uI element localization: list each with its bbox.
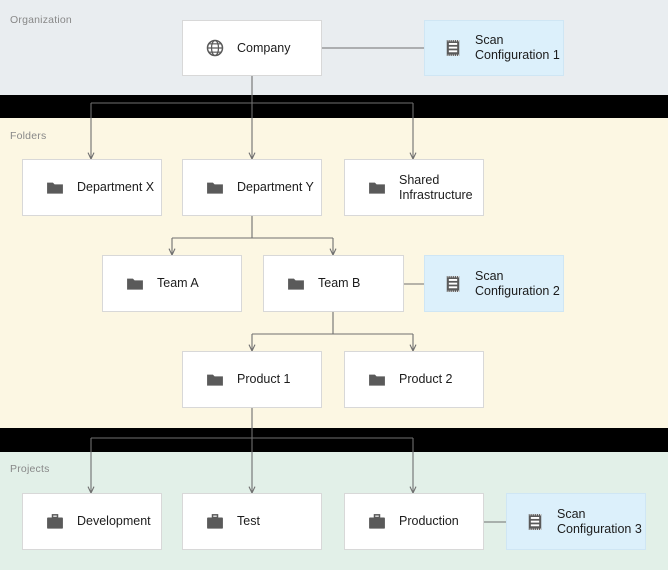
node-department-y[interactable]: Department Y — [182, 159, 322, 216]
node-test[interactable]: Test — [182, 493, 322, 550]
swimlane-label-organization: Organization — [10, 14, 72, 26]
briefcase-icon — [47, 513, 63, 529]
node-label: Scan Configuration 1 — [475, 33, 560, 62]
node-production[interactable]: Production — [344, 493, 484, 550]
node-label: Company — [237, 40, 291, 55]
folder-icon — [207, 374, 223, 386]
scan-config-icon — [528, 513, 542, 530]
folder-icon — [47, 182, 63, 194]
node-department-x[interactable]: Department X — [22, 159, 162, 216]
swimlane-label-projects: Projects — [10, 463, 50, 475]
node-label: Team A — [157, 276, 199, 290]
node-scan-config-2[interactable]: Scan Configuration 2 — [424, 255, 564, 312]
briefcase-icon — [369, 513, 385, 529]
node-shared-infrastructure[interactable]: Shared Infrastructure — [344, 159, 484, 216]
node-scan-config-1[interactable]: Scan Configuration 1 — [424, 20, 564, 76]
swimlane-organization — [0, 0, 668, 95]
node-label: Scan Configuration 3 — [557, 506, 642, 536]
folder-icon — [127, 278, 143, 290]
node-label: Product 2 — [399, 372, 453, 386]
node-product-2[interactable]: Product 2 — [344, 351, 484, 408]
folder-icon — [369, 182, 385, 194]
node-company[interactable]: Company — [182, 20, 322, 76]
scan-config-icon — [446, 40, 460, 56]
node-label: Department Y — [237, 180, 314, 194]
folder-icon — [207, 182, 223, 194]
node-label: Scan Configuration 2 — [475, 268, 560, 298]
node-label: Department X — [77, 180, 155, 194]
folder-icon — [369, 374, 385, 386]
node-label: Production — [399, 514, 459, 528]
node-team-a[interactable]: Team A — [102, 255, 242, 312]
swimlane-label-folders: Folders — [10, 130, 47, 142]
node-product-1[interactable]: Product 1 — [182, 351, 322, 408]
node-label: Test — [237, 514, 260, 528]
node-label: Development — [77, 514, 151, 528]
folder-icon — [288, 278, 304, 290]
node-label: Team B — [318, 276, 361, 290]
node-scan-config-3[interactable]: Scan Configuration 3 — [506, 493, 646, 550]
globe-icon — [206, 39, 224, 57]
node-label: Product 1 — [237, 372, 291, 386]
scan-config-icon — [446, 275, 460, 292]
node-development[interactable]: Development — [22, 493, 162, 550]
node-team-b[interactable]: Team B — [263, 255, 404, 312]
briefcase-icon — [207, 513, 223, 529]
node-label: Shared Infrastructure — [399, 172, 473, 202]
